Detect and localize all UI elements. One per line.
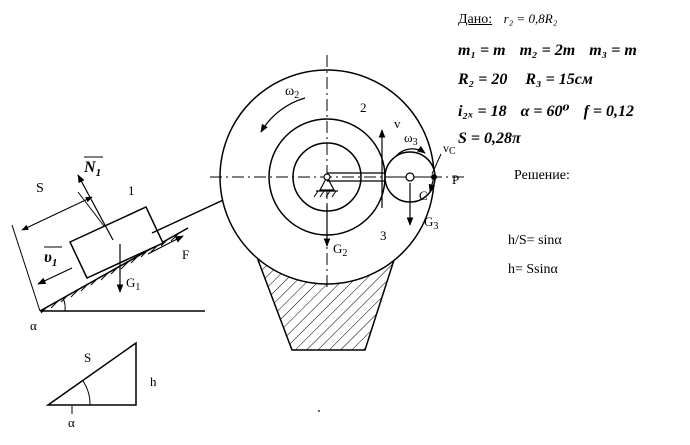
pivot-support xyxy=(318,175,336,191)
alpha-arc xyxy=(62,297,66,312)
radius-of-gyration: i₂ₓ = 18 xyxy=(458,103,507,120)
label-upsilon-1: υ1 xyxy=(44,249,57,269)
mass-2: m₂ = 2m xyxy=(519,42,576,59)
label-wheel-2: 2 xyxy=(360,100,367,115)
label-p: P xyxy=(452,172,459,187)
given-heading-row: Дано: r₂ = 0,8R₂ xyxy=(458,11,557,28)
solution-heading: Решение: xyxy=(514,168,570,183)
label-f: F xyxy=(182,247,189,262)
s-dimension-arrow xyxy=(21,196,93,231)
label-omega-3: ω3 xyxy=(404,130,418,148)
omega-2-arc xyxy=(260,97,306,133)
given-path-row: S = 0,28π xyxy=(458,130,521,148)
label-v: v xyxy=(394,116,401,131)
block-1 xyxy=(68,206,165,279)
label-omega-2: ω2 xyxy=(285,84,299,101)
solution-eq-1: h/S= sinα xyxy=(508,233,562,248)
label-s: S xyxy=(36,181,44,196)
given-params-row: i₂ₓ = 18 α = 60⁰ f = 0,12 xyxy=(458,101,634,121)
incline-hatching xyxy=(40,233,179,314)
label-vc: vC xyxy=(443,141,456,157)
label-g1: G1 xyxy=(126,275,140,293)
label-n1: N1 xyxy=(83,159,101,179)
label-triangle-s: S xyxy=(84,350,91,365)
given-heading: Дано: xyxy=(458,12,493,27)
label-g2: G2 xyxy=(333,241,347,259)
inclined-plane xyxy=(11,151,328,314)
label-triangle-alpha: α xyxy=(68,415,75,430)
friction-coefficient: f = 0,12 xyxy=(583,103,635,120)
solution-eq-2: h= Ssinα xyxy=(508,262,558,277)
mass-1: m₁ = m xyxy=(458,42,506,59)
radius-2: R₂ = 20 xyxy=(458,71,508,88)
wheel-3-axle xyxy=(405,172,415,182)
geometry-triangle xyxy=(45,341,137,414)
pivot-hatching xyxy=(313,190,337,198)
path-s: S = 0,28π xyxy=(458,130,521,147)
given-masses-row: m₁ = m m₂ = 2m m₃ = m xyxy=(458,42,637,60)
wheel-2-axle xyxy=(323,173,331,181)
normal-force-arrow xyxy=(77,174,114,241)
stray-dot xyxy=(318,410,320,412)
velocity-arrow-1 xyxy=(37,267,73,285)
given-radii-row: R₂ = 20 R₃ = 15см xyxy=(458,71,593,89)
s-extension-low xyxy=(11,224,41,312)
label-wheel-3: 3 xyxy=(380,228,387,243)
label-alpha: α xyxy=(30,318,37,333)
triangle-alpha-arc xyxy=(82,380,91,406)
angle-alpha: α = 60⁰ xyxy=(520,103,570,120)
vc-leader xyxy=(431,153,442,175)
velocity-arrow-c xyxy=(428,176,436,193)
friction-force-arrow xyxy=(147,235,184,255)
given-relation: r₂ = 0,8R₂ xyxy=(503,11,558,26)
label-g3: G3 xyxy=(424,214,438,232)
mass-3: m₃ = m xyxy=(589,42,637,59)
label-block-1: 1 xyxy=(128,183,135,198)
triangle xyxy=(45,341,137,406)
wheel-assembly xyxy=(210,55,465,351)
label-triangle-h: h xyxy=(150,374,157,389)
radius-3: R₃ = 15см xyxy=(525,71,593,88)
omega-3-arc xyxy=(395,145,426,157)
incline-surface xyxy=(39,227,189,312)
label-c: C xyxy=(419,188,428,203)
